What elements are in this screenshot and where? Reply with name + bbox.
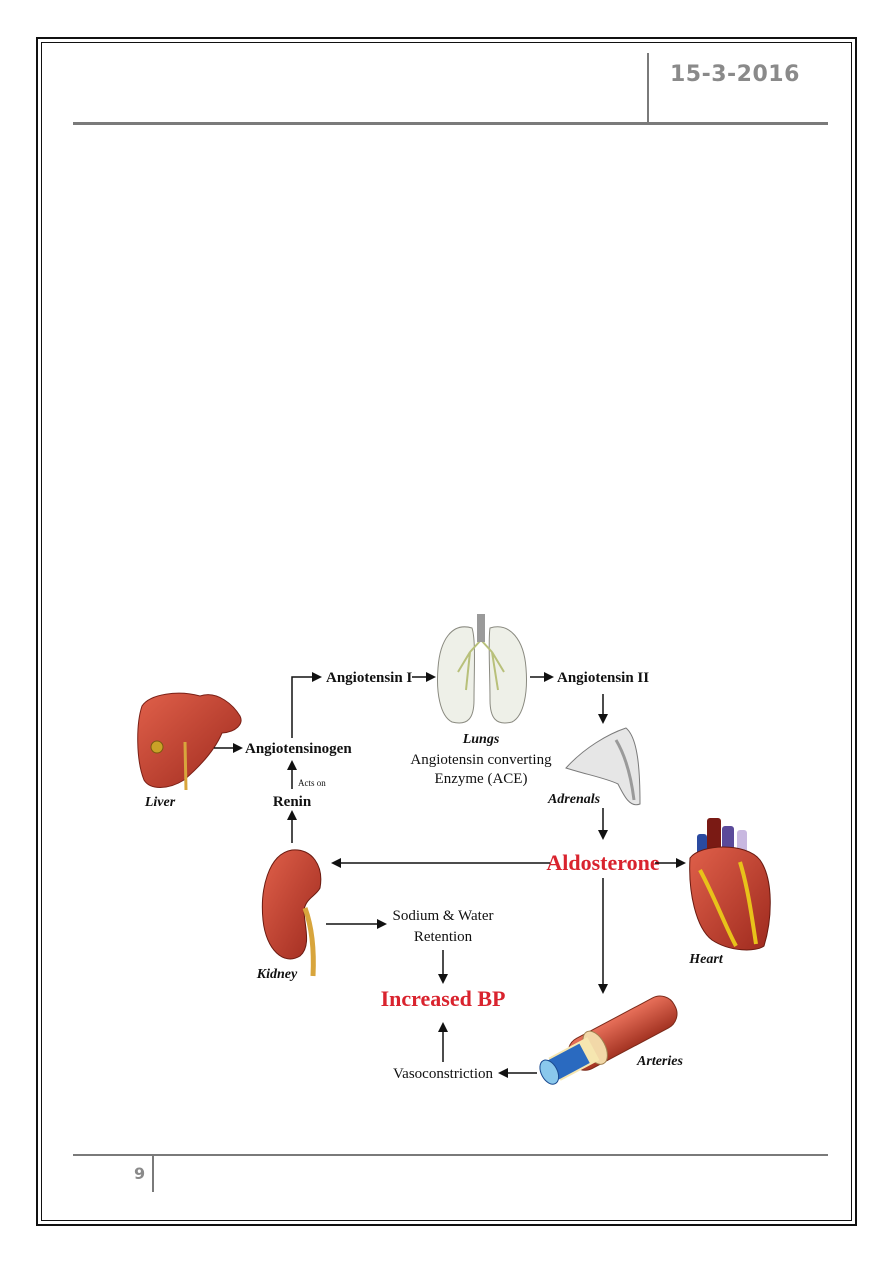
heart-label: Heart <box>688 952 724 967</box>
angiotensin2-label: Angiotensin II <box>557 670 649 686</box>
lungs-label: Lungs <box>462 732 500 747</box>
lungs-illustration <box>437 614 527 724</box>
header-rule <box>73 122 828 125</box>
page-border-outer <box>36 37 857 1226</box>
footer-rule <box>73 1154 828 1156</box>
acts-on-label: Acts on <box>298 778 326 788</box>
liver-illustration <box>137 692 242 791</box>
arteries-illustration <box>539 995 678 1085</box>
increased-bp-label: Increased BP <box>381 986 506 1011</box>
page-number: 9 <box>134 1164 146 1183</box>
arteries-label: Arteries <box>636 1054 683 1069</box>
aldosterone-label: Aldosterone <box>546 850 659 875</box>
liver-label: Liver <box>144 795 176 810</box>
sodium-label-line2: Retention <box>414 929 473 945</box>
angiotensin1-label: Angiotensin I <box>326 670 412 686</box>
page-border-inner <box>41 42 852 1221</box>
ace-label-line2: Enzyme (ACE) <box>435 771 528 787</box>
arrow-angiotensinogen-angiotensin1 <box>291 672 322 738</box>
adrenals-illustration <box>565 727 641 806</box>
sodium-label-line1: Sodium & Water <box>392 908 493 924</box>
heart-illustration <box>689 818 771 951</box>
angiotensinogen-label: Angiotensinogen <box>245 741 352 757</box>
renin-label: Renin <box>273 794 312 810</box>
ace-label-line1: Angiotensin converting <box>410 752 552 768</box>
kidney-illustration <box>261 849 322 977</box>
header-date: 15-3-2016 <box>670 62 800 87</box>
header-separator <box>647 53 649 125</box>
adrenals-label: Adrenals <box>547 792 601 807</box>
kidney-label: Kidney <box>256 967 298 982</box>
vasoconstriction-label: Vasoconstriction <box>393 1066 493 1082</box>
footer-separator <box>152 1154 154 1192</box>
